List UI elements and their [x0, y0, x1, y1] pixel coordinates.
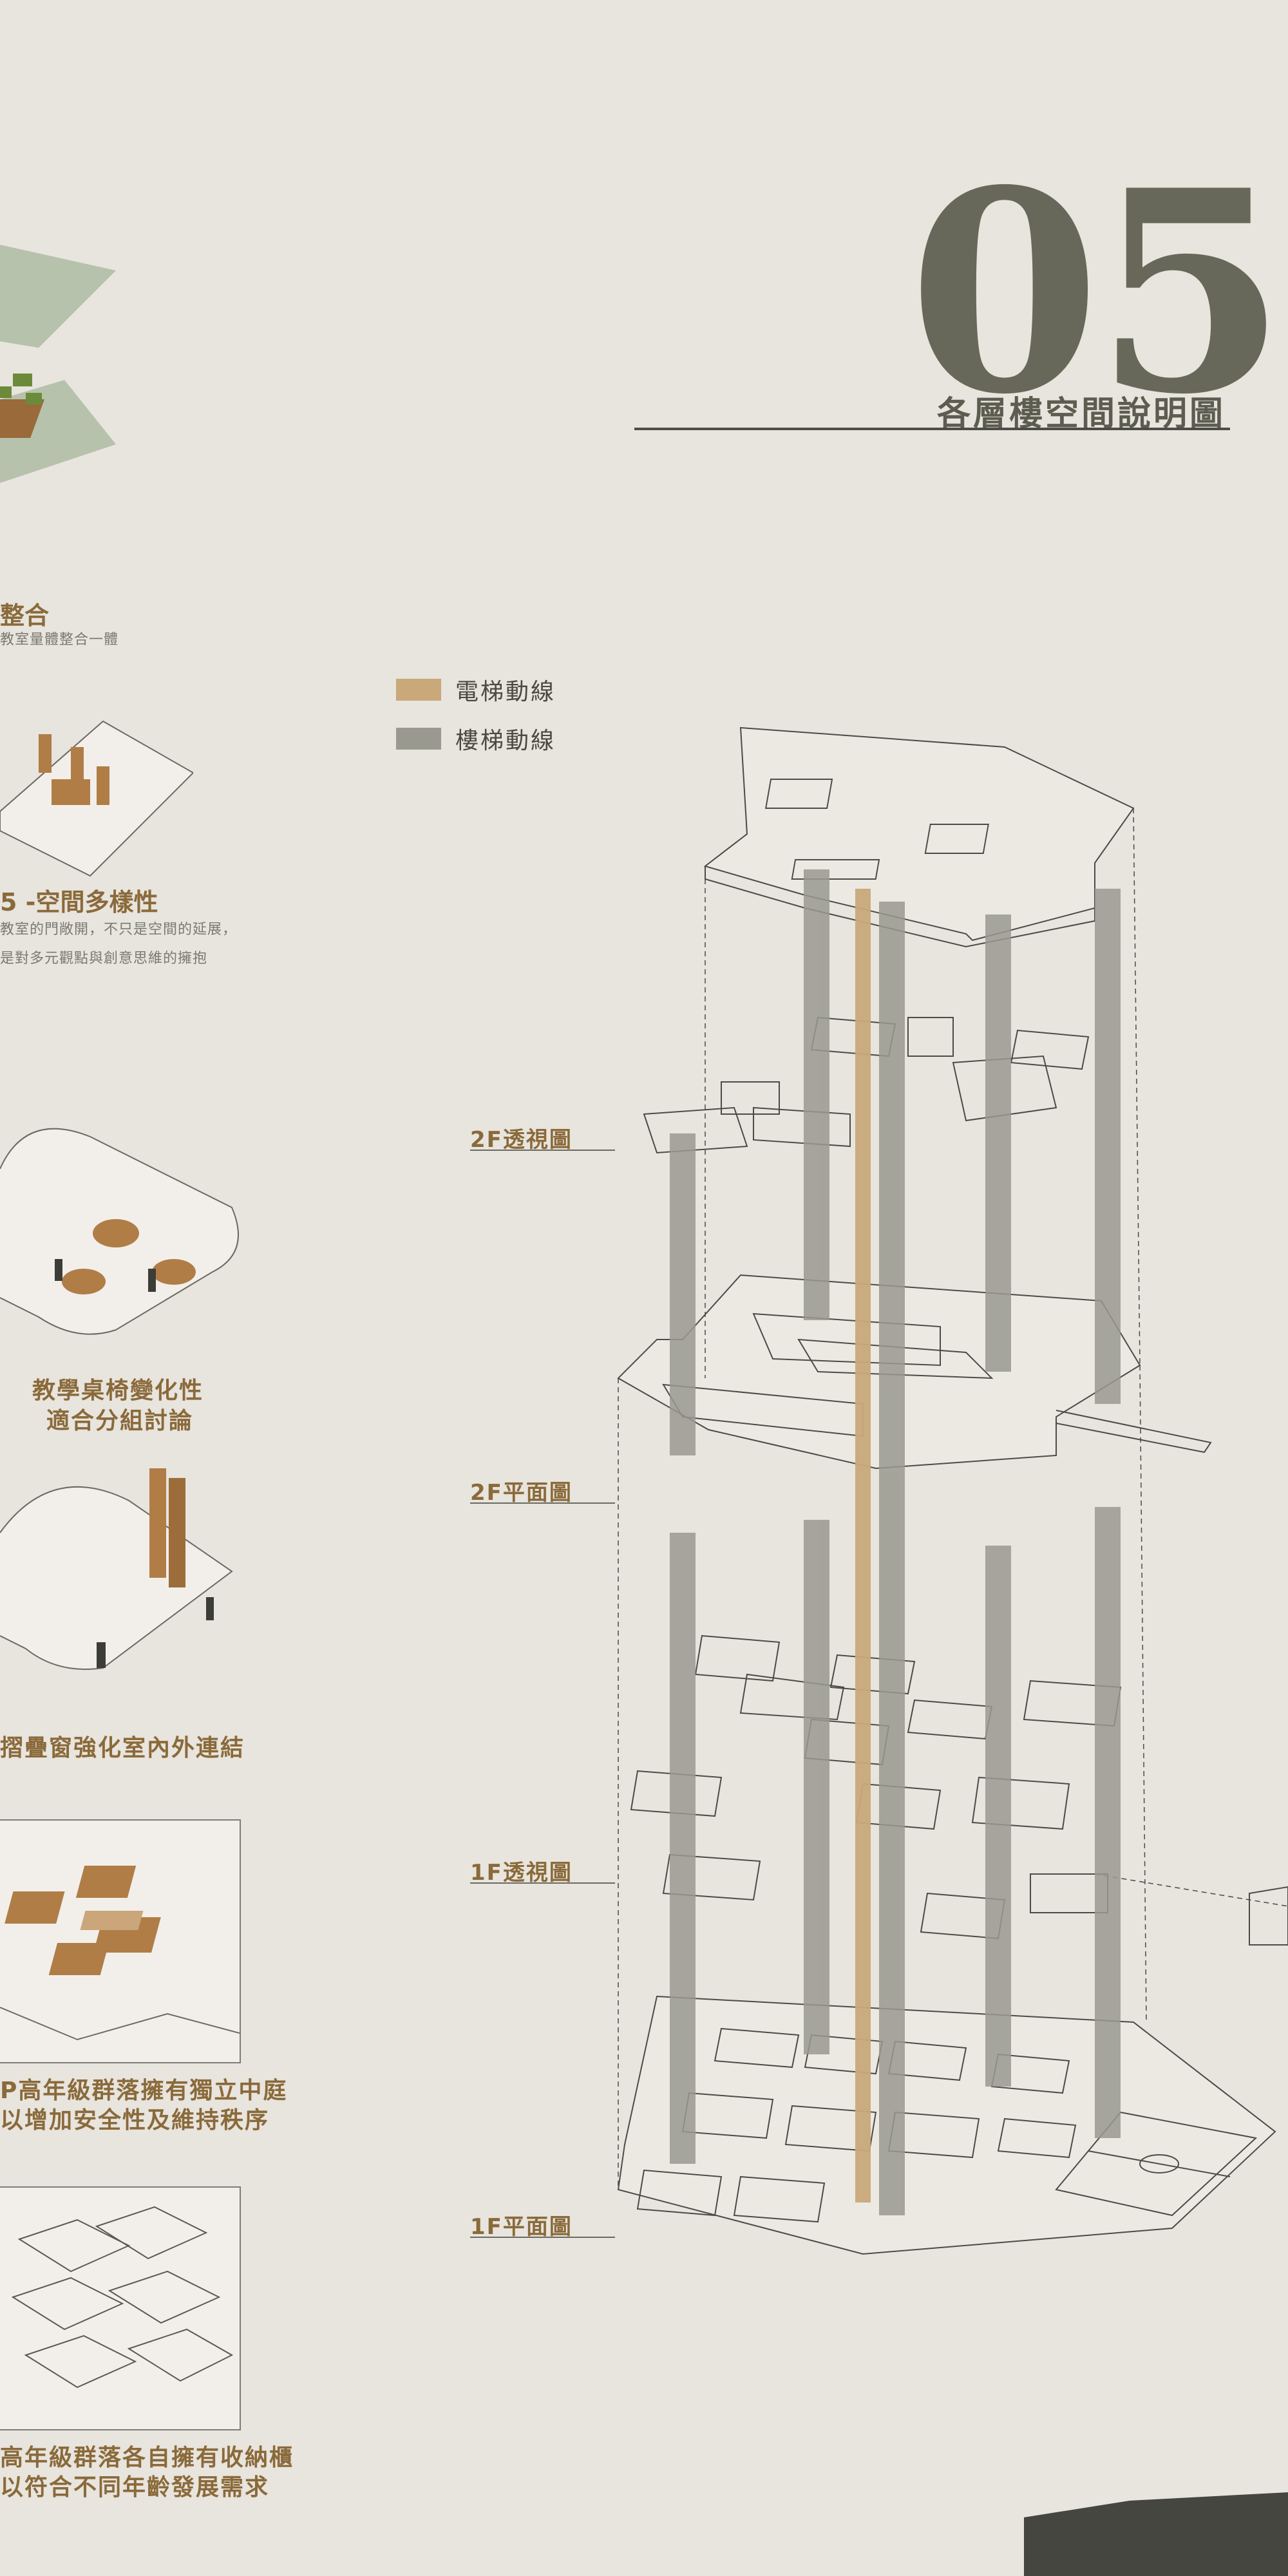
- elevator-shaft: [855, 889, 871, 2202]
- stair-shaft-7: [985, 1546, 1011, 2087]
- section-number: 05: [908, 130, 1287, 455]
- movable-walls-diagram: [0, 720, 193, 877]
- folding-window-caption: 摺疊窗強化室內外連結: [0, 1735, 245, 1761]
- integration-title: 整合: [0, 601, 50, 630]
- leader-1f-perspective: [470, 1882, 615, 1884]
- legend-label-elevator: 電梯動線: [455, 679, 556, 705]
- stair-shaft-9: [879, 902, 905, 2215]
- courtyard-caption-2: 以增加安全性及維持秩序: [0, 2107, 270, 2134]
- group-tables-caption-2: 適合分組討論: [46, 1408, 194, 1434]
- space-diversity-text-2: 是對多元觀點與創意思維的擁抱: [0, 951, 208, 967]
- legend-item-elevator: 電梯動線: [396, 673, 556, 706]
- storage-diagram: [11, 2206, 234, 2389]
- group-tables-caption-1: 教學桌椅變化性: [32, 1378, 204, 1404]
- stair-shaft-2: [985, 914, 1011, 1372]
- stair-shaft-5: [670, 1533, 696, 2164]
- header-divider: [634, 428, 1230, 430]
- leader-2f-plan: [470, 1502, 615, 1504]
- legend-label-stair: 樓梯動線: [455, 728, 556, 754]
- courtyard-caption-1: P高年級群落擁有獨立中庭: [0, 2078, 288, 2104]
- space-diversity-title: 5 -空間多樣性: [0, 888, 158, 916]
- leader-1f-plan: [470, 2237, 615, 2238]
- space-diversity-text-1: 教室的門敞開，不只是空間的延展，: [0, 922, 238, 938]
- stair-swatch: [396, 728, 441, 750]
- courtyard-panel: [0, 1819, 241, 2063]
- integration-site-diagram: [0, 245, 116, 483]
- elevator-swatch: [396, 679, 441, 701]
- group-tables-diagram: [0, 1128, 239, 1335]
- label-1f-perspective: 1F透視圖: [470, 1860, 573, 1886]
- storage-caption-2: 以符合不同年齡發展需求: [0, 2474, 270, 2501]
- roof-slab: [703, 726, 1135, 942]
- integration-text: 教室量體整合一體: [0, 632, 119, 648]
- label-2f-perspective: 2F透視圖: [470, 1127, 573, 1153]
- stair-shaft-4: [670, 1133, 696, 1455]
- stair-shaft-6: [804, 1520, 829, 2054]
- stair-shaft-8: [1095, 1507, 1121, 2138]
- exploded-axonometric-diagram: [617, 726, 1288, 2255]
- legend-item-stair: 樓梯動線: [396, 722, 556, 755]
- storage-panel: [0, 2186, 241, 2430]
- section-subtitle: 各層樓空間說明圖: [937, 395, 1226, 433]
- stair-shaft-3: [1095, 889, 1121, 1404]
- 1f-plan-slab: [617, 1995, 1276, 2255]
- leader-2f-perspective: [470, 1150, 615, 1151]
- folding-window-diagram: [0, 1468, 233, 1670]
- label-2f-plan: 2F平面圖: [470, 1480, 573, 1506]
- stair-shaft-1: [804, 869, 829, 1320]
- courtyard-diagram: [0, 1866, 240, 2041]
- storage-caption-1: 高年級群落各自擁有收納櫃: [0, 2445, 294, 2471]
- label-1f-plan: 1F平面圖: [470, 2214, 573, 2240]
- legend: 電梯動線 樓梯動線: [396, 673, 556, 755]
- corner-decoration: [1024, 2492, 1288, 2576]
